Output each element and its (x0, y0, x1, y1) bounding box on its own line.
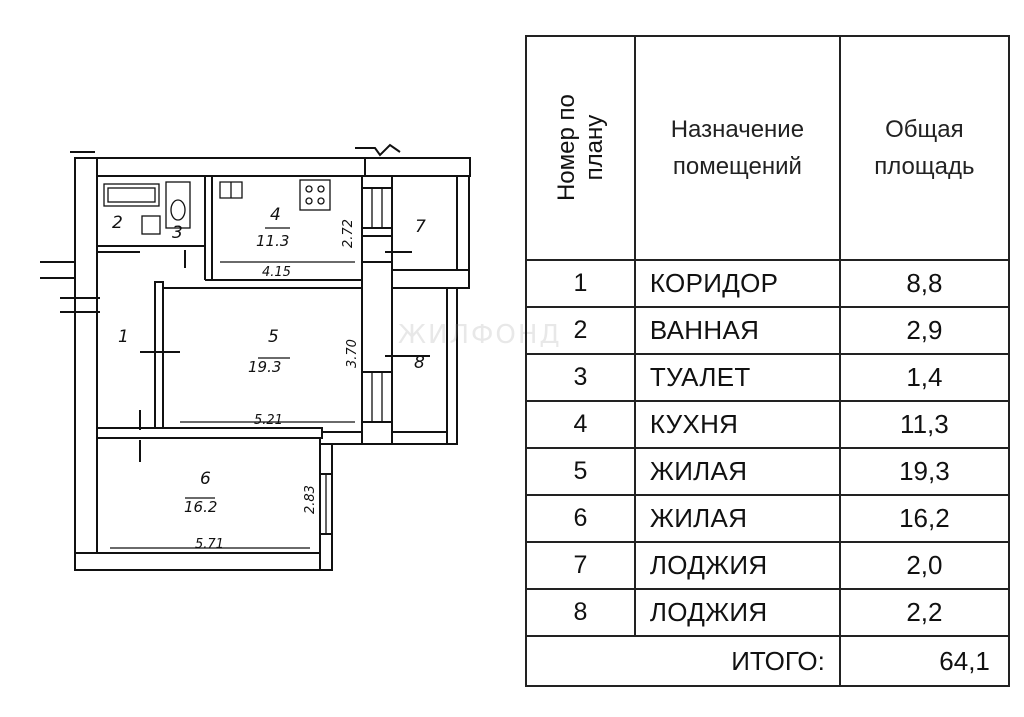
plan-room-area: 19.3 (248, 358, 281, 376)
total-row: ИТОГО: 64,1 (525, 635, 1010, 687)
plan-room-number: 5 (268, 327, 279, 347)
windows (319, 187, 393, 535)
dimension-lines (110, 227, 355, 549)
room-number-cell: 8 (525, 588, 636, 637)
room-name-cell: КУХНЯ (633, 400, 841, 449)
table-row: 2 ВАННАЯ 2,9 (525, 306, 1010, 355)
table-header-row: Номер по плану Назначение помещений Обща… (525, 35, 1010, 261)
room-number-cell: 1 (525, 259, 636, 308)
room-number-cell: 5 (525, 447, 636, 496)
header-plan-number-line: плану (580, 115, 608, 181)
plan-dimension: 2.72 (341, 219, 356, 248)
room-number-cell: 4 (525, 400, 636, 449)
plan-dimension: 5.21 (254, 413, 283, 428)
header-room-purpose: Назначение помещений (633, 35, 841, 261)
room-area-cell: 2,0 (838, 541, 1010, 590)
room-name-cell: ЖИЛАЯ (633, 494, 841, 543)
plan-room-area: 16.2 (184, 498, 217, 516)
header-total-area-line: Общая (885, 115, 964, 143)
interior-walls (96, 176, 362, 552)
room-area-cell: 2,2 (838, 588, 1010, 637)
plan-room-area: 11.3 (256, 232, 289, 250)
room-area-cell: 1,4 (838, 353, 1010, 402)
header-plan-number-line: Номер по (552, 94, 580, 202)
plan-room-number: 2 (112, 213, 123, 233)
plan-dimension: 3.70 (345, 339, 360, 368)
room-name-cell: ЛОДЖИЯ (633, 541, 841, 590)
plan-dimension: 2.83 (303, 485, 318, 514)
table-row: 4 КУХНЯ 11,3 (525, 400, 1010, 449)
total-label: ИТОГО: (525, 635, 841, 687)
total-value: 64,1 (838, 635, 1010, 687)
plan-dimension: 4.15 (262, 265, 291, 280)
room-area-cell: 11,3 (838, 400, 1010, 449)
room-number-cell: 3 (525, 353, 636, 402)
floor-plan: 2 3 4 11.3 7 1 5 19.3 8 6 16.2 2.72 4.15… (40, 143, 471, 571)
room-name-cell: ТУАЛЕТ (633, 353, 841, 402)
plan-room-number: 6 (200, 469, 211, 489)
room-area-cell: 19,3 (838, 447, 1010, 496)
plan-room-number: 4 (270, 205, 281, 225)
header-room-purpose-line: помещений (672, 153, 802, 180)
plan-room-number: 3 (172, 223, 183, 243)
room-area-cell: 2,9 (838, 306, 1010, 355)
room-area-cell: 16,2 (838, 494, 1010, 543)
table-row: 8 ЛОДЖИЯ 2,2 (525, 588, 1010, 637)
header-room-purpose-line: Назначение (670, 115, 805, 143)
room-name-cell: ЛОДЖИЯ (633, 588, 841, 637)
table-row: 5 ЖИЛАЯ 19,3 (525, 447, 1010, 496)
room-number-cell: 7 (525, 541, 636, 590)
header-total-area-line: площадь (874, 153, 975, 180)
plan-dimension: 5.71 (195, 537, 224, 552)
wall-breaks (40, 143, 401, 313)
room-number-cell: 2 (525, 306, 636, 355)
rooms-table: Номер по плану Назначение помещений Обща… (525, 35, 1010, 687)
room-name-cell: ВАННАЯ (633, 306, 841, 355)
table-row: 7 ЛОДЖИЯ 2,0 (525, 541, 1010, 590)
room-name-cell: ЖИЛАЯ (633, 447, 841, 496)
room-name-cell: КОРИДОР (633, 259, 841, 308)
plan-room-number: 8 (414, 353, 425, 373)
header-plan-number: Номер по плану (525, 35, 636, 261)
plan-room-number: 7 (415, 217, 426, 237)
table-row: 6 ЖИЛАЯ 16,2 (525, 494, 1010, 543)
header-total-area: Общая площадь (838, 35, 1010, 261)
plan-room-number: 1 (118, 327, 129, 347)
room-area-cell: 8,8 (838, 259, 1010, 308)
fixtures (103, 179, 331, 235)
doors (139, 250, 430, 462)
table-row: 1 КОРИДОР 8,8 (525, 259, 1010, 308)
room-number-cell: 6 (525, 494, 636, 543)
table-row: 3 ТУАЛЕТ 1,4 (525, 353, 1010, 402)
